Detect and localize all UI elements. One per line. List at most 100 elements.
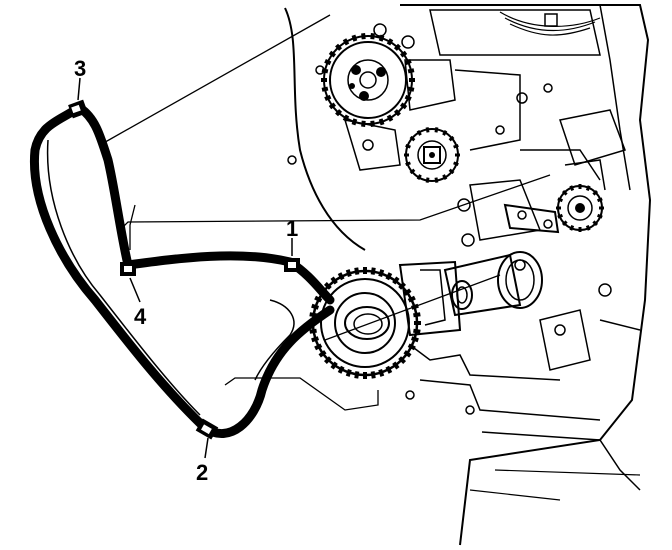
sprocket-tooth — [311, 303, 320, 310]
chain-link — [34, 179, 38, 183]
chain-link — [43, 214, 47, 218]
chain-link — [288, 340, 292, 344]
sprocket-tooth — [370, 33, 375, 40]
chain-link — [110, 320, 114, 324]
idler-sprocket — [405, 128, 459, 182]
chain-link — [71, 270, 76, 274]
sprocket-tooth — [354, 371, 360, 379]
sprocket-tooth — [342, 38, 350, 46]
sprocket-tooth — [416, 130, 422, 136]
chain-link — [76, 277, 81, 281]
chain-link — [179, 402, 184, 406]
sprocket-tooth — [407, 86, 415, 92]
sprocket-tooth — [413, 312, 421, 318]
chain-link — [186, 409, 190, 413]
chain-link — [245, 418, 249, 422]
sprocket-tooth — [337, 365, 345, 374]
callouts: 1 2 3 4 — [74, 56, 298, 485]
sprocket-tooth — [385, 365, 393, 374]
callout-4: 4 — [134, 304, 147, 329]
crankshaft-sprocket-teeth — [309, 267, 421, 379]
sprocket-tooth — [453, 144, 459, 149]
sprocket-tooth — [405, 144, 411, 149]
sprocket-tooth — [351, 118, 358, 126]
chain-link — [82, 284, 86, 289]
sprocket-tooth — [324, 59, 332, 66]
sprocket-tooth — [321, 86, 329, 92]
sprocket-tooth — [448, 168, 455, 175]
sprocket-tooth — [311, 336, 320, 343]
sprocket-tooth — [455, 153, 460, 157]
chain-link — [127, 341, 131, 345]
sprocket-tooth — [330, 276, 338, 285]
chain-link — [40, 205, 44, 209]
sprocket-tooth — [596, 197, 603, 203]
callout-1: 1 — [286, 216, 298, 241]
sprocket-tooth — [318, 350, 327, 358]
sprocket-tooth — [442, 174, 448, 180]
chain-link — [282, 347, 286, 351]
chain-link — [87, 291, 92, 296]
sprocket-tooth — [335, 109, 343, 117]
sprocket-tooth — [403, 350, 412, 358]
sprocket-tooth — [561, 220, 568, 227]
sprocket-tooth — [442, 130, 448, 136]
sprocket-tooth — [434, 127, 439, 133]
sprocket-tooth — [557, 213, 564, 219]
chain-link — [65, 113, 69, 117]
sprocket-tooth — [378, 34, 385, 42]
sprocket-tooth — [392, 361, 400, 370]
sprocket-tooth — [399, 102, 408, 110]
sprocket-tooth — [321, 78, 327, 82]
chain-link — [33, 152, 37, 156]
sprocket-tooth — [342, 114, 350, 122]
sprocket-tooth — [403, 288, 412, 296]
callout-leaders — [77, 77, 293, 459]
sprocket-tooth — [378, 368, 385, 377]
idler-sprocket-teeth — [404, 127, 460, 183]
sprocket-tooth — [585, 185, 591, 192]
sprocket-tooth — [314, 343, 323, 351]
sprocket-tooth — [398, 281, 407, 290]
sprocket-tooth — [393, 43, 401, 51]
chain-link — [57, 247, 62, 251]
sprocket-tooth — [407, 68, 415, 74]
chain-link — [155, 375, 159, 380]
chain-link — [121, 334, 125, 338]
chain-link — [35, 188, 40, 192]
sprocket-tooth — [425, 177, 430, 183]
sprocket-tooth — [448, 135, 455, 142]
camshaft-sprocket — [323, 35, 413, 125]
sprocket-tooth — [414, 321, 421, 325]
sprocket-tooth — [370, 371, 376, 379]
sprocket-tooth — [337, 272, 345, 281]
chain-link — [93, 298, 97, 303]
sprocket-tooth — [561, 189, 568, 196]
chain-link — [115, 327, 120, 331]
chain-link — [267, 369, 272, 373]
sprocket-tooth — [425, 127, 430, 133]
chain-link — [62, 254, 66, 259]
chain-link — [67, 262, 71, 266]
chain-link — [34, 143, 38, 147]
chain-link — [132, 348, 136, 352]
sprocket-tooth — [378, 118, 385, 126]
sprocket-tooth — [385, 272, 393, 281]
sprocket-tooth — [363, 267, 367, 274]
sprocket-tooth — [596, 213, 603, 219]
sprocket-tooth — [328, 102, 337, 110]
sprocket-tooth — [363, 372, 367, 379]
chain-link — [38, 135, 42, 139]
chain-link — [144, 362, 148, 366]
sprocket-tooth — [345, 368, 352, 377]
chain-link — [222, 431, 227, 435]
sprocket-tooth — [569, 185, 575, 192]
sprocket-tooth — [578, 184, 582, 189]
sprocket-tooth — [370, 120, 375, 127]
chain-link — [37, 197, 42, 201]
sprocket-tooth — [378, 269, 385, 278]
sprocket-tooth — [592, 189, 599, 196]
chain-link — [323, 311, 327, 316]
sprocket-tooth — [410, 336, 419, 343]
chain-link — [301, 328, 305, 332]
